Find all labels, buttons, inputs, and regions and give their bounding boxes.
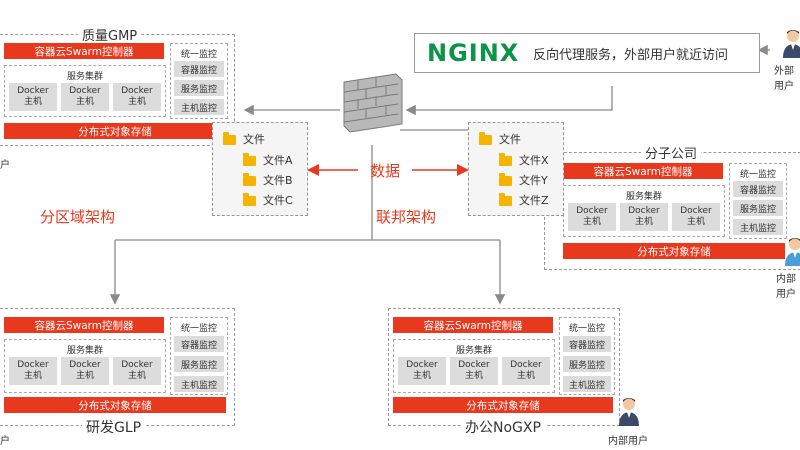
folder-icon	[243, 173, 256, 186]
monitor-item: 主机监控	[174, 99, 224, 115]
folder-icon	[223, 132, 236, 145]
monitor-item: 主机监控	[733, 219, 783, 235]
user-label-left-top: 户	[0, 160, 10, 171]
swarm-controller: 容器云Swarm控制器	[393, 317, 553, 333]
folder-icon	[243, 193, 256, 206]
monitor-item: 主机监控	[563, 376, 611, 392]
firewall-icon	[343, 73, 403, 133]
swarm-controller: 容器云Swarm控制器	[563, 163, 723, 179]
monitoring-panel: 统一监控 容器监控 服务监控 主机监控	[559, 317, 615, 395]
monitor-head: 统一监控	[180, 324, 217, 334]
partition-architecture-label: 分区域架构	[40, 208, 116, 226]
monitor-item: 服务监控	[563, 356, 611, 372]
folder-icon	[499, 173, 512, 186]
monitor-item: 主机监控	[174, 376, 224, 392]
object-storage: 分布式对象存储	[4, 397, 226, 413]
monitor-item: 服务监控	[733, 200, 783, 216]
folder-icon	[243, 153, 256, 166]
file-root: 文件	[499, 133, 521, 146]
monitor-head: 统一监控	[739, 170, 776, 180]
file-tree-right: 文件 文件X 文件Y 文件Z	[468, 122, 564, 216]
cluster-title: 办公NoGXP	[461, 417, 545, 437]
monitor-item: 容器监控	[733, 181, 783, 197]
monitoring-panel: 统一监控 容器监控 服务监控 主机监控	[170, 317, 228, 395]
user-label-left-bottom: 户	[0, 436, 10, 447]
folder-icon	[499, 153, 512, 166]
file-item: 文件Z	[519, 194, 549, 207]
file-item: 文件C	[263, 194, 293, 207]
object-storage: 分布式对象存储	[393, 397, 613, 413]
file-tree-left: 文件 文件A 文件B 文件C	[212, 122, 308, 216]
monitor-head: 统一监控	[180, 50, 217, 60]
internal-user-icon	[785, 238, 800, 266]
object-storage: 分布式对象存储	[4, 123, 226, 139]
object-storage: 分布式对象存储	[563, 243, 785, 259]
monitor-item: 服务监控	[174, 80, 224, 96]
service-cluster-label: 服务集群	[66, 346, 103, 356]
external-user-label: 外部用户	[774, 66, 794, 92]
service-cluster-label: 服务集群	[455, 346, 492, 356]
nginx-box: NGINX 反向代理服务，外部用户就近访问	[414, 33, 760, 73]
cluster-title: 分子公司	[641, 143, 702, 162]
file-item: 文件Y	[519, 174, 548, 187]
monitoring-panel: 统一监控 容器监控 服务监控 主机监控	[170, 43, 228, 119]
nginx-logo: NGINX	[427, 39, 520, 67]
monitor-item: 容器监控	[174, 336, 224, 352]
file-item: 文件X	[519, 154, 549, 167]
cluster-title: 质量GMP	[78, 25, 142, 44]
monitoring-panel: 统一监控 容器监控 服务监控 主机监控	[729, 163, 787, 239]
internal-user-label: 内部用户	[776, 274, 796, 300]
monitor-item: 容器监控	[563, 336, 611, 352]
nginx-caption: 反向代理服务，外部用户就近访问	[533, 48, 729, 63]
swarm-controller: 容器云Swarm控制器	[4, 43, 164, 59]
monitor-item: 容器监控	[174, 61, 224, 77]
nginx-to-firewall-line	[405, 86, 613, 116]
monitor-head: 统一监控	[568, 324, 605, 334]
folder-icon	[479, 132, 492, 145]
data-label: 数据	[370, 162, 401, 180]
folder-icon	[499, 193, 512, 206]
service-cluster-label: 服务集群	[625, 192, 662, 202]
swarm-controller: 容器云Swarm控制器	[4, 317, 164, 333]
file-item: 文件A	[263, 154, 293, 167]
cluster-title: 研发GLP	[82, 417, 146, 437]
file-item: 文件B	[263, 174, 293, 187]
external-user-icon	[783, 30, 800, 58]
internal-user-icon	[619, 398, 639, 426]
file-root: 文件	[243, 133, 265, 146]
internal-user-label: 内部用户	[608, 436, 648, 447]
monitor-item: 服务监控	[174, 356, 224, 372]
federation-architecture-label: 联邦架构	[376, 208, 437, 226]
service-cluster-label: 服务集群	[66, 72, 103, 82]
